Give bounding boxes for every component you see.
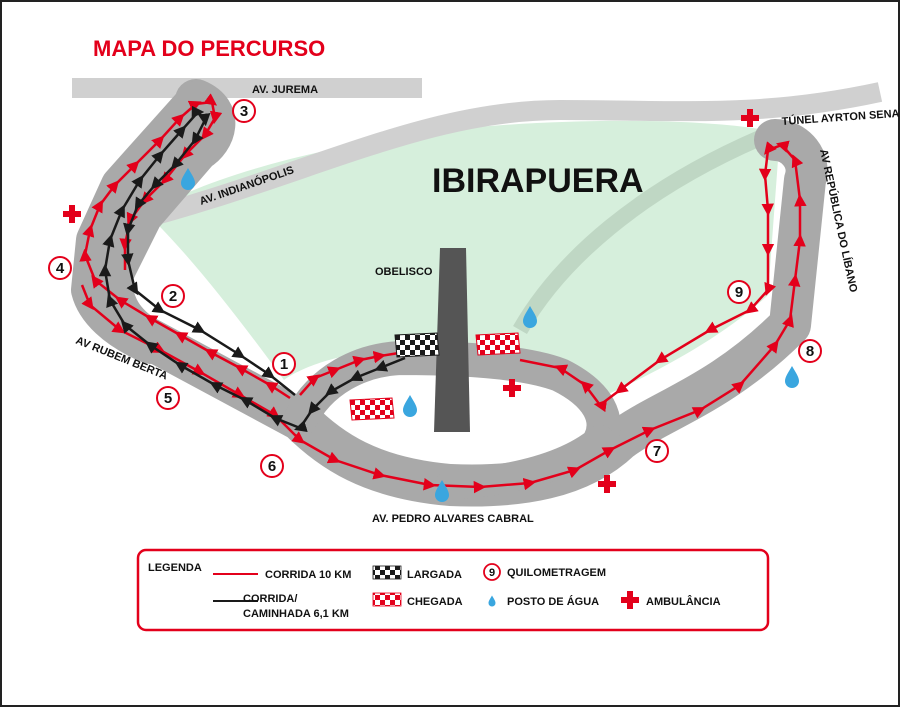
km-marker-8 (798, 339, 822, 363)
ambulance-cross-icon (63, 205, 81, 223)
km-marker-9 (727, 280, 751, 304)
legend-box (136, 548, 770, 632)
obelisk (434, 248, 470, 432)
km-label: 5 (164, 390, 172, 407)
km-label: 4 (56, 260, 65, 277)
legend-caminhada-line2: CAMINHADA 6,1 KM (243, 608, 349, 620)
legend-km-symbol: 9 (489, 567, 495, 579)
park-name: IBIRAPUERA (432, 162, 644, 200)
legend: LEGENDA CORRIDA 10 KM CORRIDA/ CAMINHADA… (136, 548, 770, 632)
legend-corrida-10km: CORRIDA 10 KM (265, 569, 351, 581)
km-marker-6 (260, 454, 284, 478)
km-label: 2 (169, 288, 177, 305)
km-label: 9 (735, 284, 743, 301)
legend-posto-agua: POSTO DE ÁGUA (507, 595, 599, 608)
largada-flag (394, 332, 440, 358)
km-marker-1 (272, 352, 296, 376)
km-label: 7 (653, 443, 661, 460)
chegada-flag-right (475, 332, 521, 356)
street-label-jurema: AV. JUREMA (252, 84, 318, 96)
legend-caminhada-line1: CORRIDA/ (243, 593, 297, 605)
legend-chegada: CHEGADA (407, 596, 463, 608)
km-marker-3 (232, 99, 256, 123)
legend-ambulancia: AMBULÂNCIA (646, 595, 721, 608)
street-av-jurema (72, 78, 422, 98)
route-caminhada-6km (98, 105, 406, 433)
legend-chegada-flag (372, 592, 402, 607)
km-label: 1 (280, 356, 288, 373)
km-marker-5 (156, 386, 180, 410)
legend-quilometragem: QUILOMETRAGEM (507, 567, 606, 579)
km-marker-4 (48, 256, 72, 280)
legend-largada: LARGADA (407, 569, 462, 581)
obelisco-label: OBELISCO (375, 266, 433, 278)
km-marker-7 (645, 439, 669, 463)
legend-largada-flag (372, 565, 402, 580)
legend-km-marker (483, 563, 501, 581)
street-label-republica: AV REPÚBLICA DO LÍBANO (817, 148, 860, 294)
km-label: 6 (268, 458, 276, 475)
km-label: 8 (806, 343, 814, 360)
km-markers (48, 99, 822, 478)
chegada-flag-left (349, 397, 395, 421)
km-marker-2 (161, 284, 185, 308)
water-drop-icon (785, 366, 799, 388)
water-drop-icon (403, 395, 417, 417)
legend-heading: LEGENDA (148, 562, 202, 574)
map-title: MAPA DO PERCURSO (93, 36, 325, 61)
street-label-pedro-alvares: AV. PEDRO ALVARES CABRAL (372, 513, 534, 525)
km-label: 3 (240, 103, 248, 120)
